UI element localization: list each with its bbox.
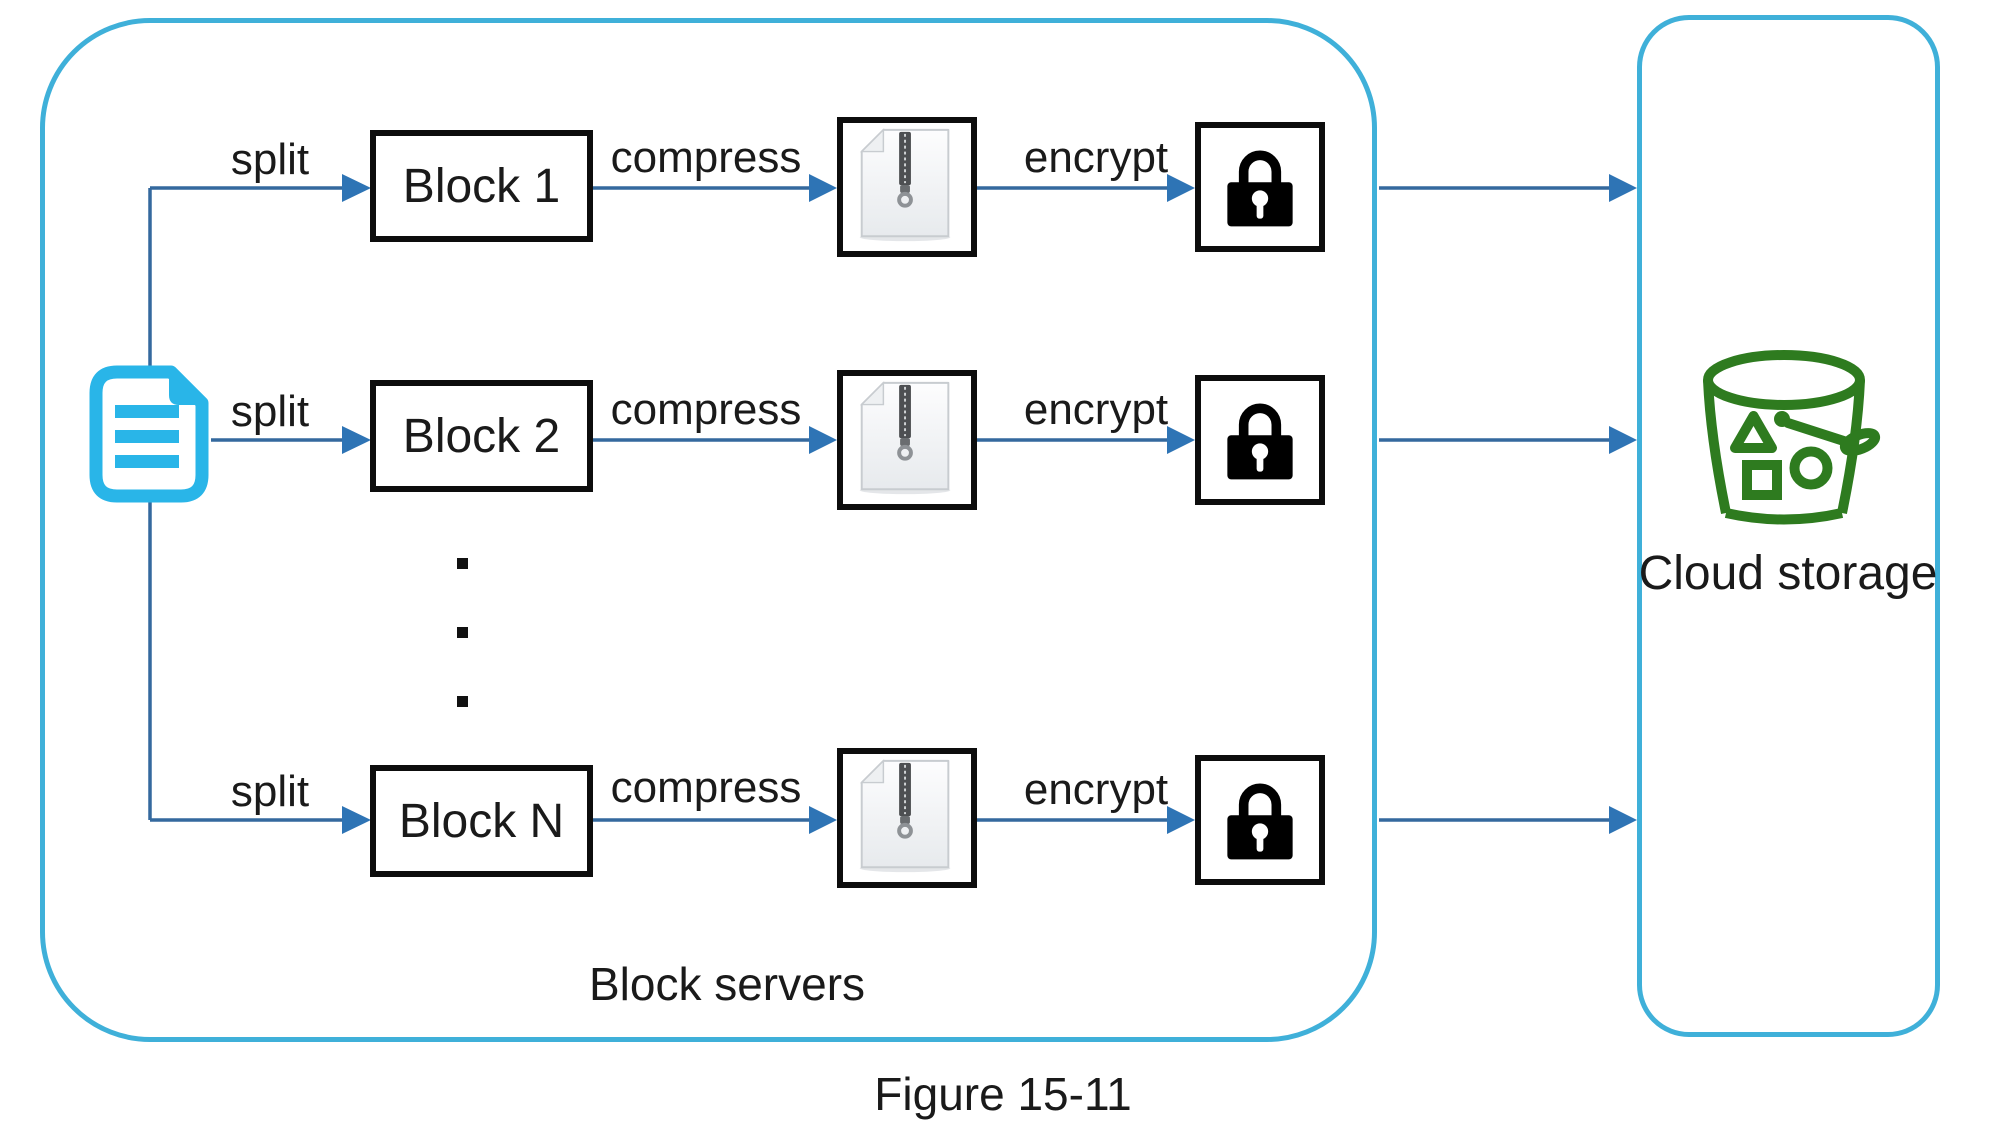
encrypted-file-node-row2 bbox=[1195, 375, 1325, 505]
document-icon bbox=[89, 365, 209, 503]
cloud-storage-label: Cloud storage bbox=[1638, 547, 1938, 600]
block-n-label: Block N bbox=[398, 794, 565, 848]
compress-label-row1: compress bbox=[610, 133, 802, 182]
encrypted-file-node-row1 bbox=[1195, 122, 1325, 252]
ellipsis-dot bbox=[457, 627, 468, 638]
encrypt-label-row2: encrypt bbox=[1023, 385, 1169, 434]
block-servers-container bbox=[40, 18, 1377, 1042]
block-1-label: Block 1 bbox=[402, 159, 561, 213]
compress-label-row3: compress bbox=[610, 763, 802, 812]
zip-file-icon bbox=[859, 128, 951, 242]
lock-icon bbox=[1227, 783, 1293, 860]
source-file-icon-wrap bbox=[83, 363, 215, 510]
ellipsis-dot bbox=[457, 696, 468, 707]
compressed-file-node-row3 bbox=[837, 748, 977, 888]
bucket-icon-wrap bbox=[1690, 330, 1890, 535]
split-label-row1: split bbox=[230, 135, 310, 184]
lock-icon bbox=[1227, 403, 1293, 480]
cloud-storage-container bbox=[1637, 15, 1940, 1037]
block-n-node: Block N bbox=[370, 765, 593, 877]
split-label-row3: split bbox=[230, 767, 310, 816]
ellipsis-dot bbox=[457, 558, 468, 569]
encrypt-label-row3: encrypt bbox=[1023, 765, 1169, 814]
block-servers-label: Block servers bbox=[588, 958, 866, 1010]
lock-icon bbox=[1227, 150, 1293, 227]
block-1-node: Block 1 bbox=[370, 130, 593, 242]
encrypt-label-row1: encrypt bbox=[1023, 133, 1169, 182]
s3-bucket-icon bbox=[1703, 350, 1881, 525]
encrypted-file-node-row3 bbox=[1195, 755, 1325, 885]
block-2-label: Block 2 bbox=[402, 409, 561, 463]
zip-file-icon bbox=[859, 381, 951, 495]
compressed-file-node-row1 bbox=[837, 117, 977, 257]
zip-file-icon bbox=[859, 759, 951, 873]
compressed-file-node-row2 bbox=[837, 370, 977, 510]
block-2-node: Block 2 bbox=[370, 380, 593, 492]
figure-caption: Figure 15-11 bbox=[874, 1068, 1132, 1120]
split-label-row2: split bbox=[230, 387, 310, 436]
compress-label-row2: compress bbox=[610, 385, 802, 434]
